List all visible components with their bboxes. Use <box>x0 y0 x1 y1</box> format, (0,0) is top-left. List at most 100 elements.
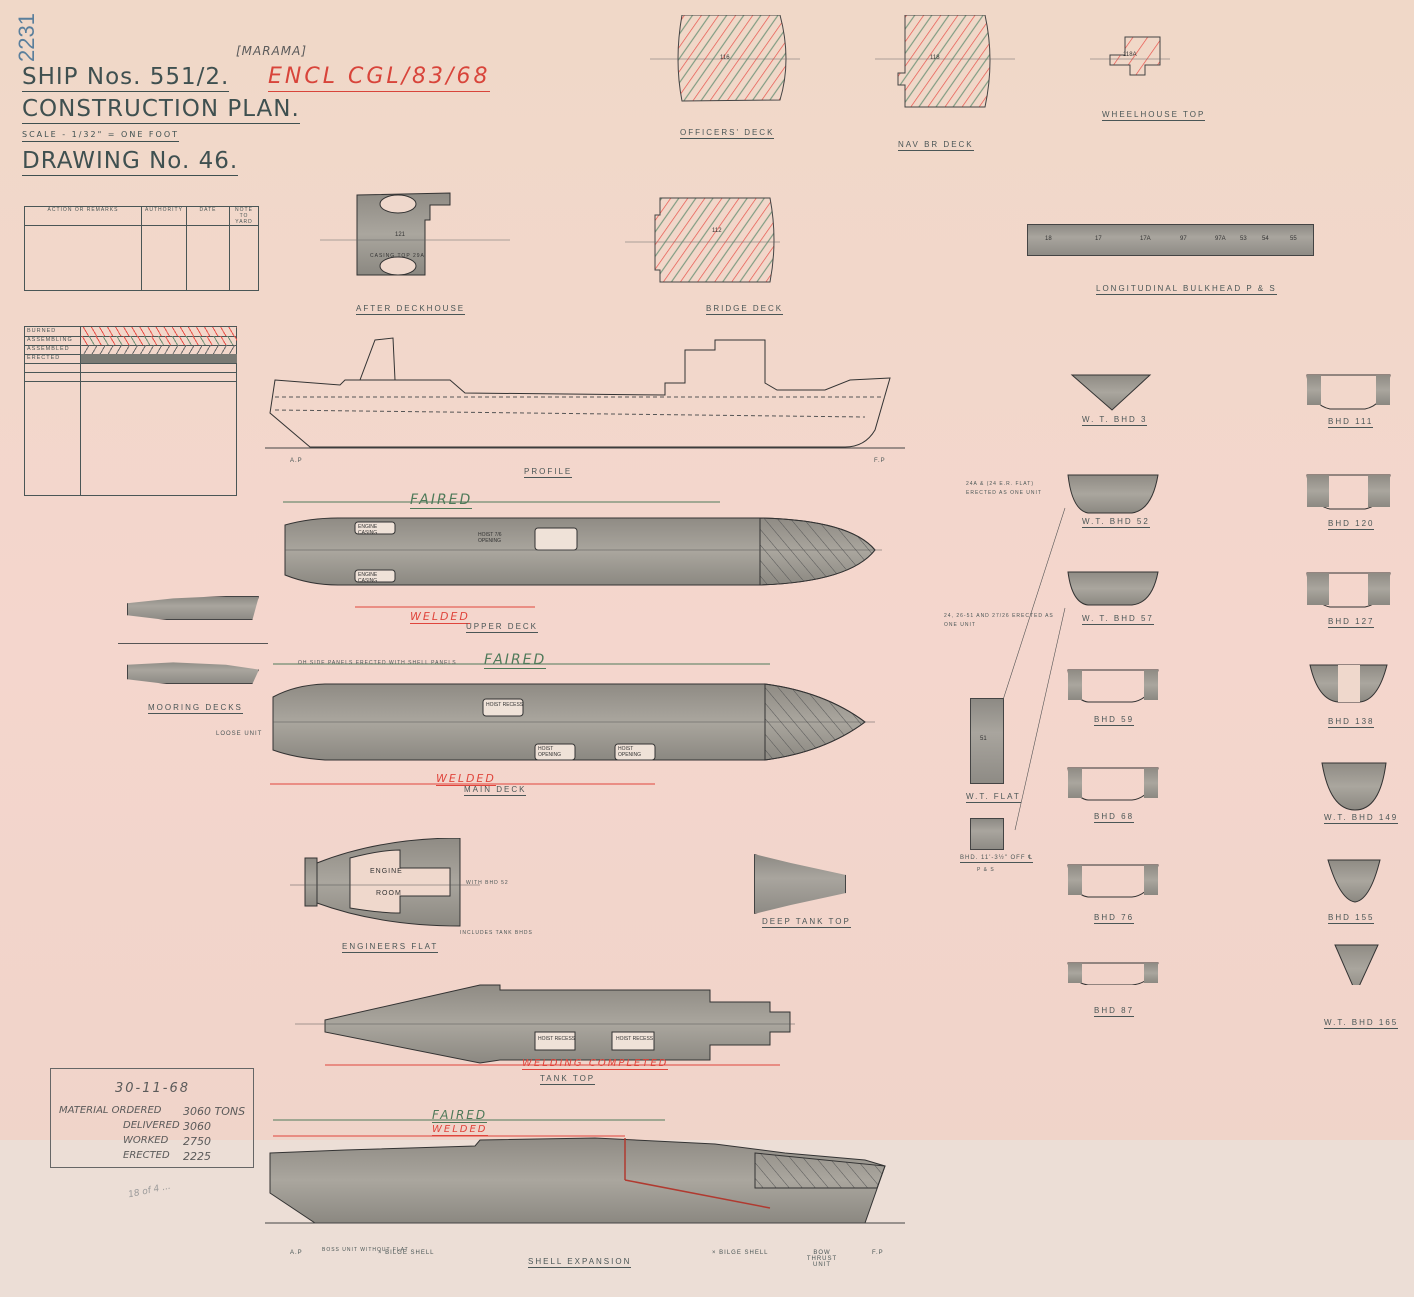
lb-unit-4: 97 <box>1180 236 1187 242</box>
deckhouse-views <box>320 192 780 283</box>
engine-room-label-1: ENGINE <box>370 868 403 875</box>
status-worked-value: 2750 <box>183 1135 211 1148</box>
main-deck-side-panels-note: OH SIDE PANELS ERECTED WITH SHELL PANELS <box>298 660 457 666</box>
lb-unit-7: 54 <box>1262 236 1269 242</box>
status-worked-label: WORKED <box>123 1135 169 1146</box>
includes-tank-bhds-note: INCLUDES TANK BHDS <box>460 930 533 936</box>
main-deck-hoist-opening-1: HOIST OPENING <box>538 746 562 758</box>
upper-deck-engine-casing-2: ENGINE CASING <box>358 572 378 584</box>
col-date: DATE <box>186 206 230 226</box>
mooring-scale <box>118 643 268 644</box>
main-deck-hoist-recess: HOIST RECESS <box>486 702 524 708</box>
bhd-138: BHD 138 <box>1328 717 1375 728</box>
shell-fp: F.P <box>872 1250 884 1256</box>
status-date: 30-11-68 <box>115 1081 191 1096</box>
longitudinal-bulkhead-label: LONGITUDINAL BULKHEAD P & S <box>1096 284 1277 295</box>
lb-unit-1: 18 <box>1045 236 1052 242</box>
bhd-59: BHD 59 <box>1094 715 1135 726</box>
status-delivered-value: 3060 <box>183 1120 211 1133</box>
wheelhouse-unit: 118A <box>1123 52 1137 58</box>
drawing-number: DRAWING No. 46. <box>22 148 239 176</box>
main-deck-label: MAIN DECK <box>464 785 527 796</box>
bhd-off-centre-label: BHD. 11'-3½" OFF ℄ <box>960 855 1034 863</box>
lb-unit-3: 17A <box>1140 236 1151 242</box>
bhd-wt-3: W. T. BHD 3 <box>1082 415 1148 426</box>
shell-expansion-label: SHELL EXPANSION <box>528 1257 632 1268</box>
wheelhouse-top-label: WHEELHOUSE TOP <box>1102 110 1206 121</box>
bhd-off-centre <box>970 818 1004 850</box>
legend: BURNED ASSEMBLING ASSEMBLED ERECTED <box>24 326 237 496</box>
profile-fp: F.P <box>874 458 886 464</box>
longitudinal-bulkhead <box>1027 224 1314 256</box>
upper-superstructure-views <box>650 15 1170 108</box>
upper-deck-drawing <box>283 501 882 608</box>
upper-deck-welded: WELDED <box>410 610 470 624</box>
casing-top-note: CASING TOP 29A <box>370 253 425 259</box>
erected-swatch <box>80 354 237 363</box>
bhd-155: BHD 155 <box>1328 913 1375 924</box>
sheet-number: 2231 <box>14 13 39 62</box>
lb-unit-8: 55 <box>1290 236 1297 242</box>
wt-flat <box>970 698 1004 784</box>
with-bhd-note: WITH BHD 52 <box>466 880 509 886</box>
col-action: ACTION OR REMARKS <box>24 206 142 226</box>
bow-thrust-note: BOW THRUST UNIT <box>806 1250 838 1268</box>
profile-drawing <box>265 337 905 449</box>
officers-deck-unit: 116 <box>720 55 730 61</box>
shell-expansion-drawing <box>265 1119 905 1224</box>
welding-completed: WELDING COMPLETED <box>522 1058 669 1070</box>
burned-swatch <box>80 327 237 336</box>
profile-label: PROFILE <box>524 467 573 478</box>
mooring-decks-label: MOORING DECKS <box>148 703 243 714</box>
lb-unit-2: 17 <box>1095 236 1102 242</box>
bilge-shell-2: × BILGE SHELL <box>712 1250 769 1256</box>
main-deck-welded: WELDED <box>436 772 496 786</box>
ship-name: [MARAMA] <box>236 44 308 58</box>
material-status-note: 30-11-68 MATERIAL ORDERED 3060 TONS DELI… <box>50 1068 254 1168</box>
leader-lines <box>1002 507 1066 831</box>
remarks-table: ACTION OR REMARKS AUTHORITY DATE NOTE TO… <box>24 206 259 291</box>
assembled-swatch <box>80 345 237 354</box>
engineers-flat-label: ENGINEERS FLAT <box>342 942 439 953</box>
status-ordered-label: MATERIAL ORDERED <box>59 1105 162 1116</box>
scale-label: SCALE - 1/32" = ONE FOOT <box>22 131 180 142</box>
bhd-68: BHD 68 <box>1094 812 1135 823</box>
bhd-76: BHD 76 <box>1094 913 1135 924</box>
main-deck-drawing <box>270 663 875 785</box>
main-deck-faired: FAIRED <box>484 652 547 669</box>
status-erected-label: ERECTED <box>123 1150 170 1161</box>
status-delivered-label: DELIVERED <box>123 1120 180 1131</box>
shell-faired: FAIRED <box>432 1108 488 1123</box>
profile-ap: A.P <box>290 458 303 464</box>
lb-unit-5: 97A <box>1215 236 1226 242</box>
assembling-swatch <box>80 336 237 345</box>
bhd-wt-52: W.T. BHD 52 <box>1082 517 1150 528</box>
col-note: NOTE TO YARD <box>229 206 259 226</box>
upper-deck-engine-casing-1: ENGINE CASING <box>358 524 378 536</box>
col-authority: AUTHORITY <box>141 206 187 226</box>
erection-note-2: 24, 26-51 AND 27/26 ERECTED AS ONE UNIT <box>944 613 1054 628</box>
lb-unit-6: 53 <box>1240 236 1247 242</box>
bhd-120: BHD 120 <box>1328 519 1375 530</box>
shell-ap: A.P <box>290 1250 303 1256</box>
after-deckhouse-unit: 121 <box>395 232 406 238</box>
upper-deck-hoist-opening: HOIST 7/6 OPENING <box>478 532 502 544</box>
bhd-wt-57: W. T. BHD 57 <box>1082 614 1154 625</box>
bhd-127: BHD 127 <box>1328 617 1375 628</box>
after-deckhouse-label: AFTER DECKHOUSE <box>356 304 466 315</box>
upper-deck-faired: FAIRED <box>410 492 473 509</box>
tank-top-label: TANK TOP <box>540 1074 596 1085</box>
wt-flat-label: W.T. FLAT <box>966 792 1021 803</box>
tank-top-hoist-recess-2: HOIST RECESS <box>616 1036 654 1042</box>
deep-tank-top-label: DEEP TANK TOP <box>762 917 851 928</box>
bhd-off-centre-sub: P & S <box>977 867 995 873</box>
bhd-wt-149: W.T. BHD 149 <box>1324 813 1399 824</box>
officers-deck-label: OFFICERS' DECK <box>680 128 775 139</box>
bilge-shell-1: × BILGE SHELL <box>378 1250 435 1256</box>
wt-flat-unit: 51 <box>980 736 987 742</box>
status-ordered-value: 3060 TONS <box>183 1105 246 1118</box>
loose-unit-note: LOOSE UNIT <box>216 731 263 737</box>
bulkhead-sections <box>1067 374 1391 985</box>
boss-unit-note: BOSS UNIT WITHOUT FLAT <box>322 1247 409 1253</box>
bhd-wt-165: W.T. BHD 165 <box>1324 1018 1399 1029</box>
